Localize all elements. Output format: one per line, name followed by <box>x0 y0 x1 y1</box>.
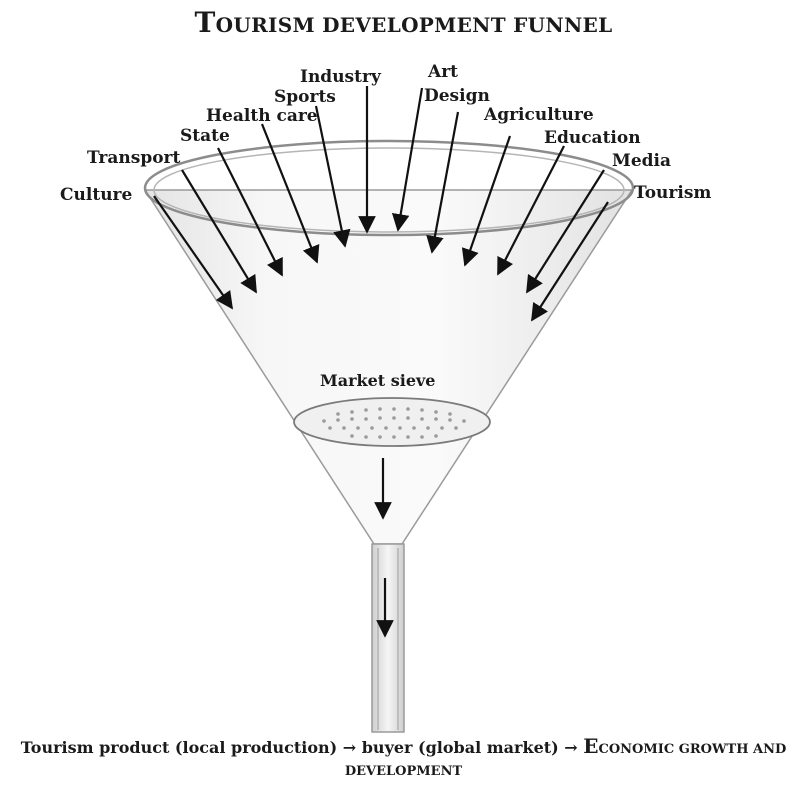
funnel-rim-outer <box>143 139 635 237</box>
label-industry: Industry <box>300 67 381 87</box>
label-culture: Culture <box>60 185 133 205</box>
label-tourism: Tourism <box>634 183 712 203</box>
arrow-transport <box>181 169 257 294</box>
label-media: Media <box>612 151 671 171</box>
arrow-media <box>526 169 605 294</box>
flow-caption: Tourism product (local production) → buy… <box>20 734 787 758</box>
label-agriculture: Agriculture <box>484 105 594 125</box>
arrow-tourism <box>531 201 609 322</box>
label-transport: Transport <box>87 148 181 168</box>
label-health-care: Health care <box>206 106 318 126</box>
label-education: Education <box>544 128 641 148</box>
arrow-art-design-2 <box>426 111 460 254</box>
label-state: State <box>180 126 230 146</box>
arrow-health-care <box>260 123 320 264</box>
flow-caption-line2: DEVELOPMENT <box>344 764 463 779</box>
arrow-education <box>497 145 565 276</box>
label-art: Art <box>428 62 458 82</box>
funnel-stem <box>371 543 405 733</box>
label-sports: Sports <box>274 87 336 107</box>
market-sieve <box>293 397 491 447</box>
arrow-art-design <box>391 87 424 232</box>
arrow-culture <box>153 195 234 310</box>
label-market-sieve: Market sieve <box>320 371 436 390</box>
diagram-title: TOURISM DEVELOPMENT FUNNEL <box>194 6 613 39</box>
arrow-agriculture <box>461 135 512 267</box>
arrow-state <box>217 147 283 277</box>
funnel-rim-inner <box>153 147 625 233</box>
label-design: Design <box>424 86 490 106</box>
arrow-sports <box>314 105 351 248</box>
sieve-holes <box>322 407 466 439</box>
